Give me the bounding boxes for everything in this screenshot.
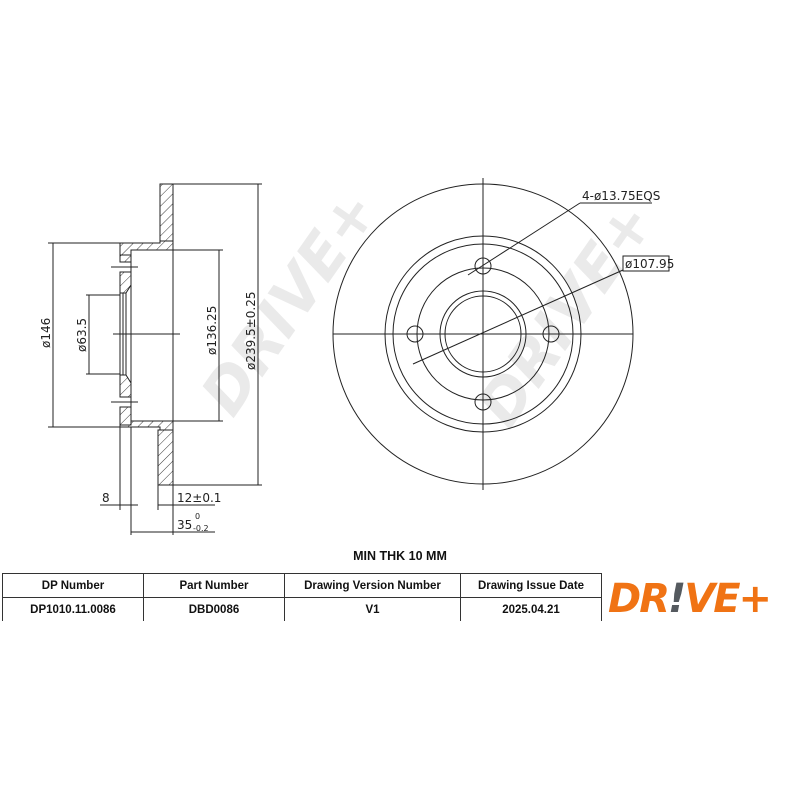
svg-text:DRIVE+: DRIVE+: [464, 189, 668, 439]
header-drawing-version: Drawing Version Number: [284, 573, 461, 598]
dim-height-35-tol-lower: -0.2: [193, 524, 209, 533]
drive-plus-logo: DR!VE+: [608, 576, 772, 620]
header-dp-number: DP Number: [2, 573, 144, 598]
dim-d146: ø146: [39, 318, 53, 348]
table-header-row: DP Number Part Number Drawing Version Nu…: [2, 573, 602, 598]
pcd-callout: ø107.95: [625, 257, 674, 271]
value-drawing-version: V1: [284, 597, 461, 621]
dim-thk-12: 12±0.1: [177, 491, 221, 505]
svg-text:DR!VE+: DR!VE+: [608, 576, 770, 620]
dim-thk-8: 8: [102, 491, 110, 505]
value-part-number: DBD0086: [143, 597, 285, 621]
header-part-number: Part Number: [143, 573, 285, 598]
technical-drawing: DRIVE+ DRIVE+: [39, 178, 674, 535]
min-thickness-note: MIN THK 10 MM: [353, 549, 447, 563]
dim-d239-5: ø239.5±0.25: [244, 292, 258, 370]
dim-height-35-tol-upper: 0: [195, 512, 200, 521]
info-table: DP Number Part Number Drawing Version Nu…: [2, 573, 602, 621]
dim-d136-25: ø136.25: [205, 306, 219, 355]
front-view-labels: 4-ø13.75EQS ø107.95: [582, 189, 674, 271]
bolt-hole-callout: 4-ø13.75EQS: [582, 189, 660, 203]
watermark: DRIVE+ DRIVE+: [188, 178, 669, 439]
front-view-disc: [332, 178, 670, 490]
header-issue-date: Drawing Issue Date: [460, 573, 602, 598]
side-view-section: [48, 183, 262, 535]
value-dp-number: DP1010.11.0086: [2, 597, 144, 621]
dim-d63-5: ø63.5: [75, 318, 89, 352]
value-issue-date: 2025.04.21: [460, 597, 602, 621]
side-view-dimension-labels: ø146 ø63.5 ø136.25 ø239.5±0.25 8 12±0.1 …: [39, 292, 258, 533]
table-row: DP1010.11.0086 DBD0086 V1 2025.04.21: [2, 597, 602, 621]
dim-height-35: 35: [177, 518, 192, 532]
